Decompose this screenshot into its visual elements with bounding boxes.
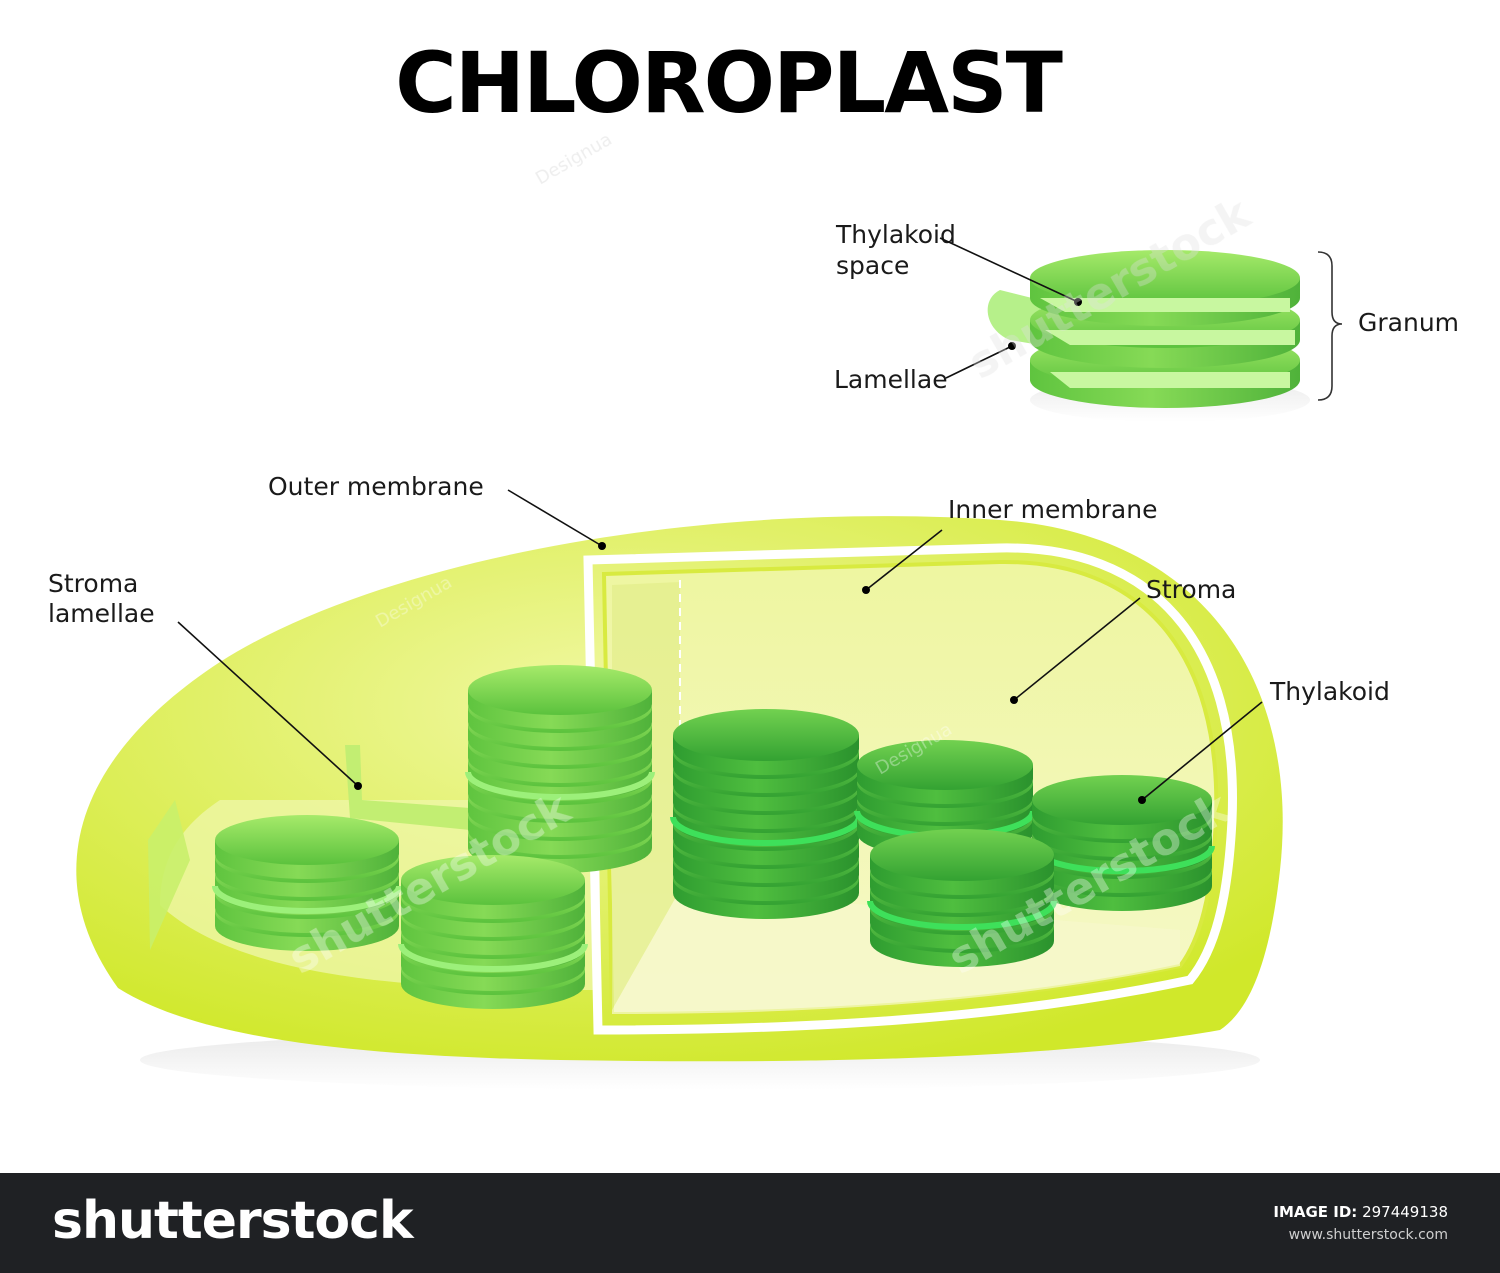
granum-stack: [1029, 775, 1215, 911]
stroma-lamella-band: [398, 943, 588, 972]
label-stroma-lamellae-2: lamellae: [48, 599, 155, 628]
label-thylakoid-space-2: space: [836, 251, 909, 280]
label-inner-membrane: Inner membrane: [948, 495, 1157, 524]
stroma-lamella-band: [670, 816, 862, 846]
thylakoid-disc-top: [468, 665, 652, 715]
granum-stack: [670, 709, 862, 919]
granum-bracket: [1317, 251, 1343, 401]
thylakoid-disc-top: [1032, 775, 1212, 825]
footer-site-link[interactable]: www.shutterstock.com: [1288, 1227, 1448, 1243]
grana-stacks: [212, 665, 1215, 1009]
marker-inner-membrane: [862, 586, 870, 594]
label-outer-membrane: Outer membrane: [268, 472, 484, 501]
leader-stroma-lamellae: [177, 621, 359, 787]
leader-lamellae: [945, 345, 1013, 379]
label-stroma: Stroma: [1146, 575, 1236, 604]
lamella-protrusion: [987, 290, 1040, 345]
granum-stack: [212, 815, 402, 951]
granum-stack: [465, 665, 655, 873]
page-title: CHLOROPLAST: [395, 34, 1063, 132]
marker-stroma: [1010, 696, 1018, 704]
thylakoid-disc-top: [401, 855, 585, 905]
thylakoid-disc-top: [870, 829, 1054, 881]
image-id-value: 297449138: [1362, 1203, 1448, 1221]
footer-brand[interactable]: shutterstock: [52, 1191, 414, 1251]
watermark-contributor: Designua: [532, 129, 616, 189]
stroma-lamella-strand: [345, 745, 470, 830]
thylakoid-disc-top: [215, 815, 399, 865]
marker-outer-membrane: [598, 542, 606, 550]
thylakoid-disc-top: [857, 740, 1033, 790]
granum-stack: [398, 855, 588, 1009]
image-id-label: IMAGE ID:: [1273, 1203, 1358, 1221]
footer-bar: shutterstock IMAGE ID: 297449138 www.shu…: [0, 1173, 1500, 1273]
label-thylakoid: Thylakoid: [1269, 677, 1390, 706]
leader-inner-membrane: [865, 529, 943, 591]
label-lamellae: Lamellae: [834, 365, 948, 394]
marker-lamellae: [1008, 342, 1016, 350]
chloroplast-diagram: CHLOROPLAST Thylakoid space Lamellae Gra…: [48, 34, 1459, 1090]
leader-thylakoid: [1141, 701, 1263, 801]
label-thylakoid-space-1: Thylakoid: [835, 220, 956, 249]
marker-thylakoid: [1138, 796, 1146, 804]
thylakoid-disc-top: [673, 709, 859, 761]
stroma-lamella-band: [867, 900, 1057, 930]
leader-outer-membrane: [507, 489, 603, 547]
granum-stack: [854, 740, 1036, 858]
marker-thylakoid-space: [1074, 298, 1082, 306]
leader-stroma: [1013, 597, 1141, 701]
stroma-lamella-band: [212, 885, 402, 914]
marker-stroma-lamellae: [354, 782, 362, 790]
leader-thylakoid-space: [939, 237, 1079, 303]
granum-stack: [867, 829, 1057, 967]
granum-inset: [987, 250, 1343, 422]
label-granum: Granum: [1358, 308, 1459, 337]
stroma-lamella-band: [465, 771, 655, 800]
image-id: IMAGE ID: 297449138: [1273, 1203, 1448, 1221]
label-stroma-lamellae-1: Stroma: [48, 569, 138, 598]
